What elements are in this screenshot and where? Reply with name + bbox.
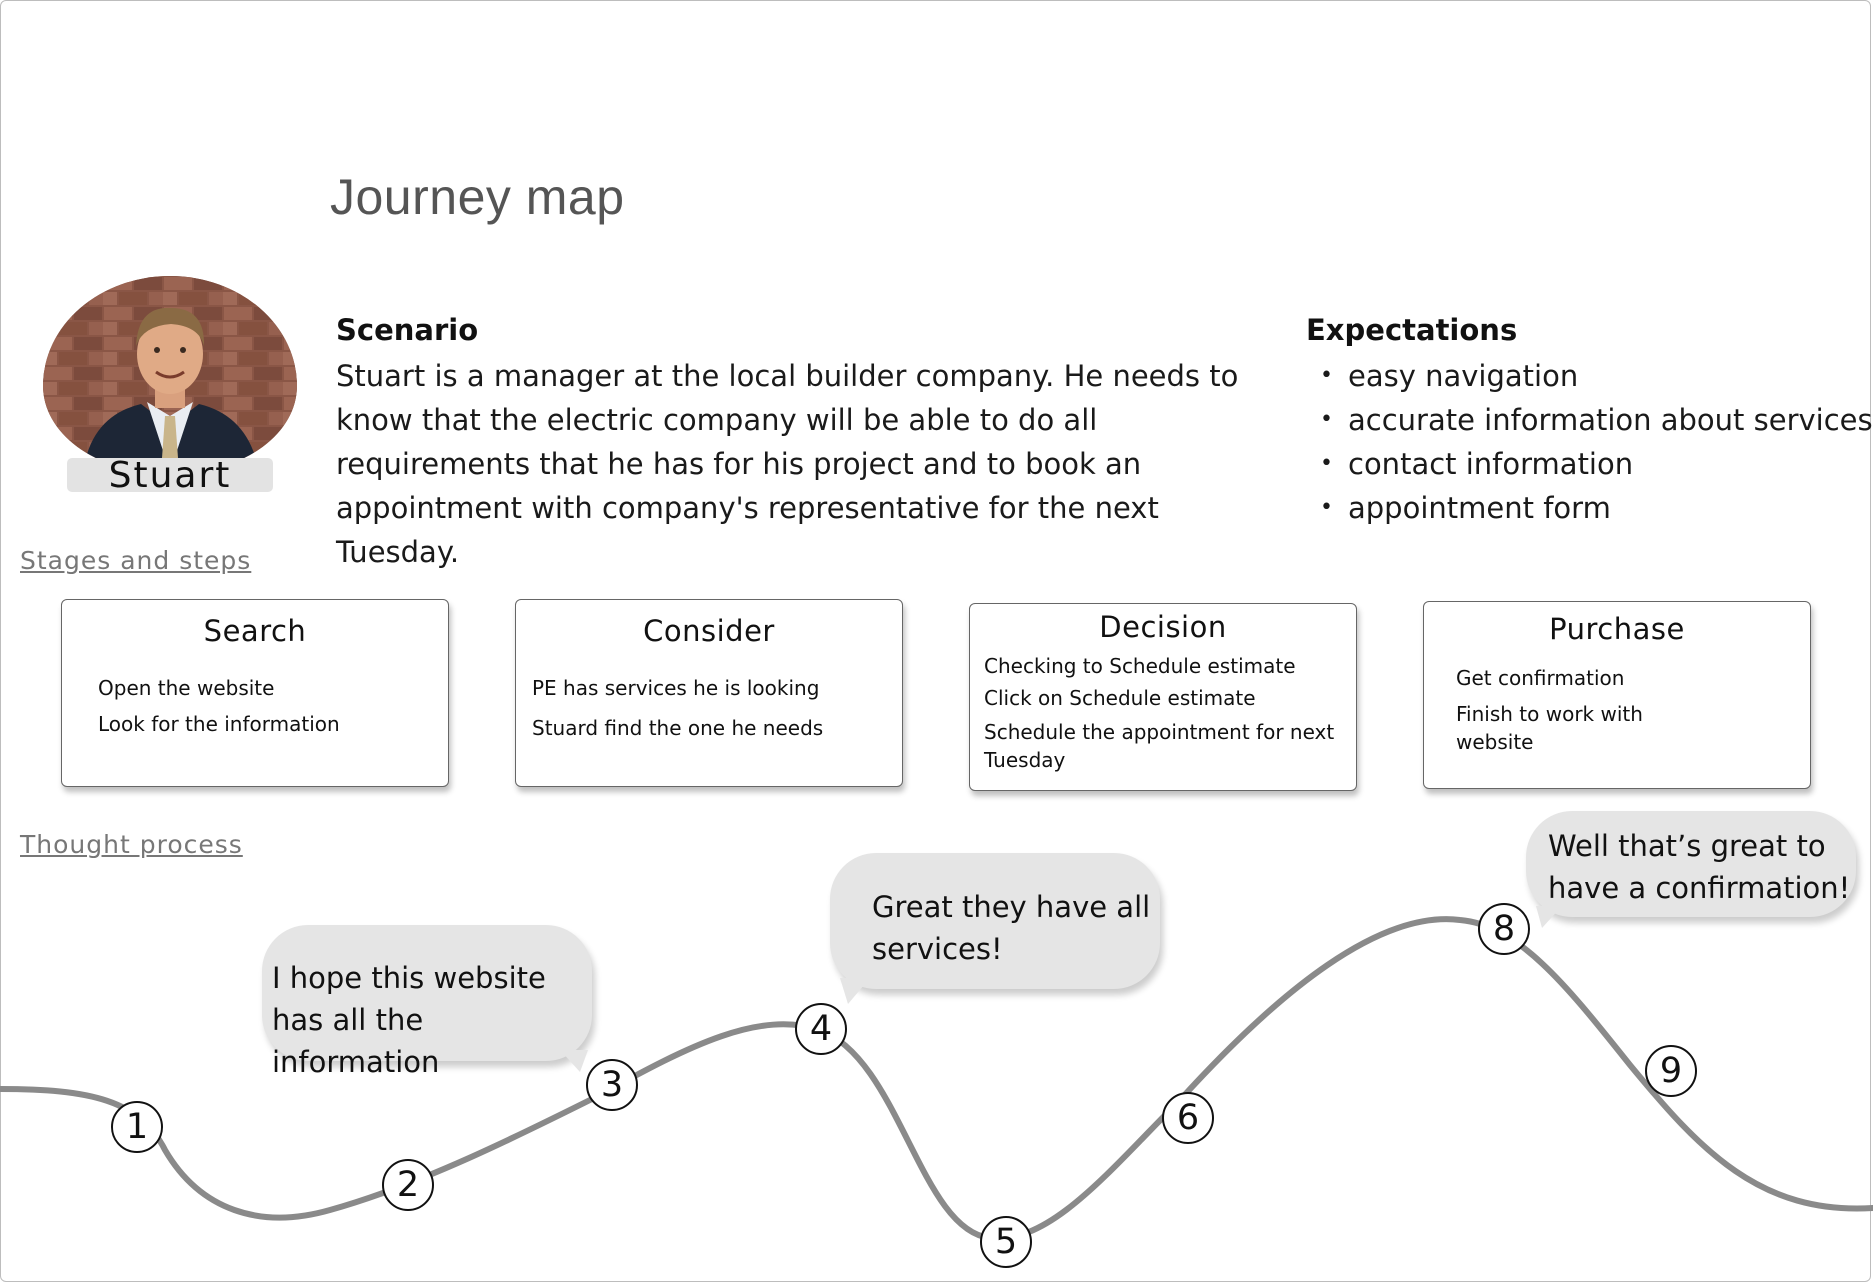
thought-text: Well that’s great to have a confirmation… [1548,829,1851,905]
journey-marker-8[interactable]: 8 [1478,903,1530,955]
stage-title: Consider [643,614,775,648]
page-title: Journey map [330,169,625,225]
stage-card-search[interactable]: Search Open the website Look for the inf… [61,599,449,787]
thought-bubble: I hope this website has all the informat… [262,925,592,1079]
journey-marker-1[interactable]: 1 [111,1101,163,1153]
stage-title: Search [203,614,307,648]
stage-step: Stuard find the one he needs [532,716,824,740]
bubble-tail [840,978,870,1004]
expectation-item: easy navigation [1320,354,1873,398]
stage-step: Get confirmation [1456,666,1625,690]
stages-label[interactable]: Stages and steps [20,546,252,575]
thought-bubble: Great they have all services! [830,853,1160,989]
stage-title: Purchase [1549,612,1685,646]
journey-marker-2[interactable]: 2 [382,1159,434,1211]
stage-card-purchase[interactable]: Purchase Get confirmation Finish to work… [1423,601,1811,789]
stage-card-consider[interactable]: Consider PE has services he is looking S… [515,599,903,787]
stage-step: Checking to Schedule estimate [984,654,1296,678]
journey-marker-3[interactable]: 3 [586,1059,638,1111]
persona-name: Stuart [67,458,273,494]
thought-bubble: Well that’s great to have a confirmation… [1526,811,1856,917]
bubble-tail [1536,906,1562,928]
scenario-text: Stuart is a manager at the local builder… [336,359,1239,569]
stage-step: Open the website [98,676,275,700]
thought-text: I hope this website has all the informat… [272,961,546,1079]
scenario-heading: Scenario [336,313,479,347]
persona-photo [43,276,297,472]
bubble-tail [560,1050,588,1072]
stage-title: Decision [1099,610,1227,644]
curve-line [0,916,1873,1242]
journey-marker-5[interactable]: 5 [980,1216,1032,1268]
stage-step: Schedule the appointment for next Tuesda… [984,720,1335,772]
journey-marker-9[interactable]: 9 [1645,1045,1697,1097]
journey-marker-4[interactable]: 4 [795,1003,847,1055]
expectation-item: accurate information about services [1320,398,1873,442]
expectations-list: easy navigation accurate information abo… [1320,354,1873,530]
thought-text: Great they have all services! [872,890,1151,966]
stage-step: Look for the information [98,712,340,736]
expectations-heading: Expectations [1306,313,1518,347]
stage-step: Click on Schedule estimate [984,686,1256,710]
thought-process-label[interactable]: Thought process [20,830,243,859]
stage-card-decision[interactable]: Decision Checking to Schedule estimate C… [969,603,1357,791]
stage-step: Finish to work with website [1456,702,1643,754]
persona: Stuart [43,276,297,496]
stage-step: PE has services he is looking [532,676,820,700]
expectation-item: contact information [1320,442,1873,486]
journey-marker-6[interactable]: 6 [1162,1092,1214,1144]
expectation-item: appointment form [1320,486,1873,530]
